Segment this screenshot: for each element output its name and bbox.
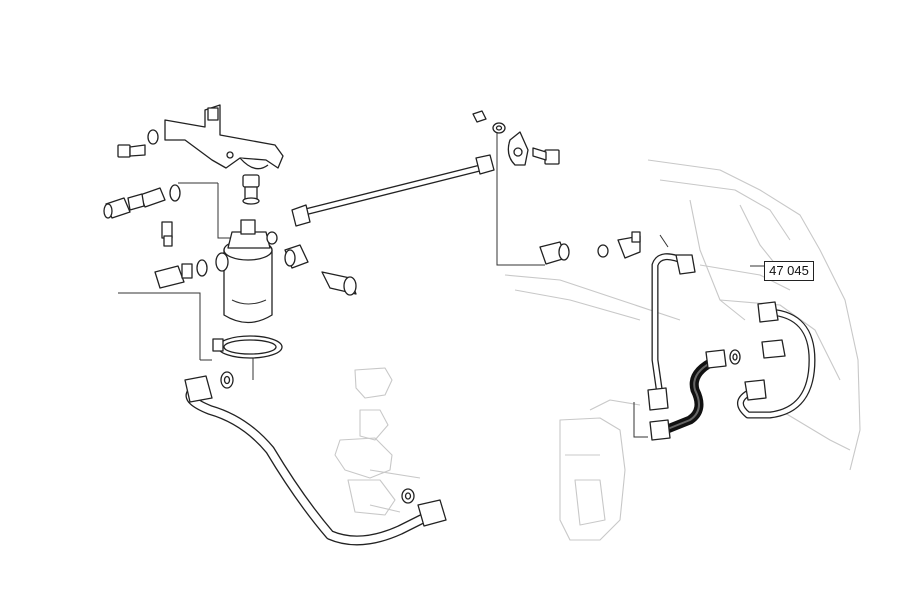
nut-icon	[472, 110, 506, 134]
pipe-icon-right-vertical	[647, 253, 696, 411]
washer-icon-lower	[220, 371, 415, 504]
bolt-icon-top-right	[532, 147, 560, 165]
small-switch-icon	[161, 221, 173, 247]
cap-icon	[103, 197, 131, 219]
pressure-switch-icon	[242, 174, 260, 205]
receiver-drier-icon	[215, 219, 278, 324]
leader-lines	[118, 130, 765, 438]
reference-label: 47 045	[764, 261, 814, 281]
hose-icon	[184, 375, 447, 546]
bracket-icon	[597, 231, 641, 259]
washer-icon	[729, 349, 741, 365]
pipe-icon	[291, 154, 495, 227]
clamp-bracket-icon	[507, 131, 529, 166]
elbow-fitting-icon	[284, 244, 309, 269]
receiver-mounting-bracket	[164, 104, 284, 170]
pipe-icon-right-loop	[737, 301, 816, 419]
clamp-icon	[212, 335, 283, 359]
hose-icon-dark	[649, 349, 727, 441]
pressure-sensor-icon	[127, 184, 181, 211]
bolt-icon	[117, 129, 159, 158]
cap-icon-right	[321, 271, 357, 296]
union-fitting-icon	[154, 259, 208, 289]
bulkhead-fitting-icon	[539, 241, 570, 265]
